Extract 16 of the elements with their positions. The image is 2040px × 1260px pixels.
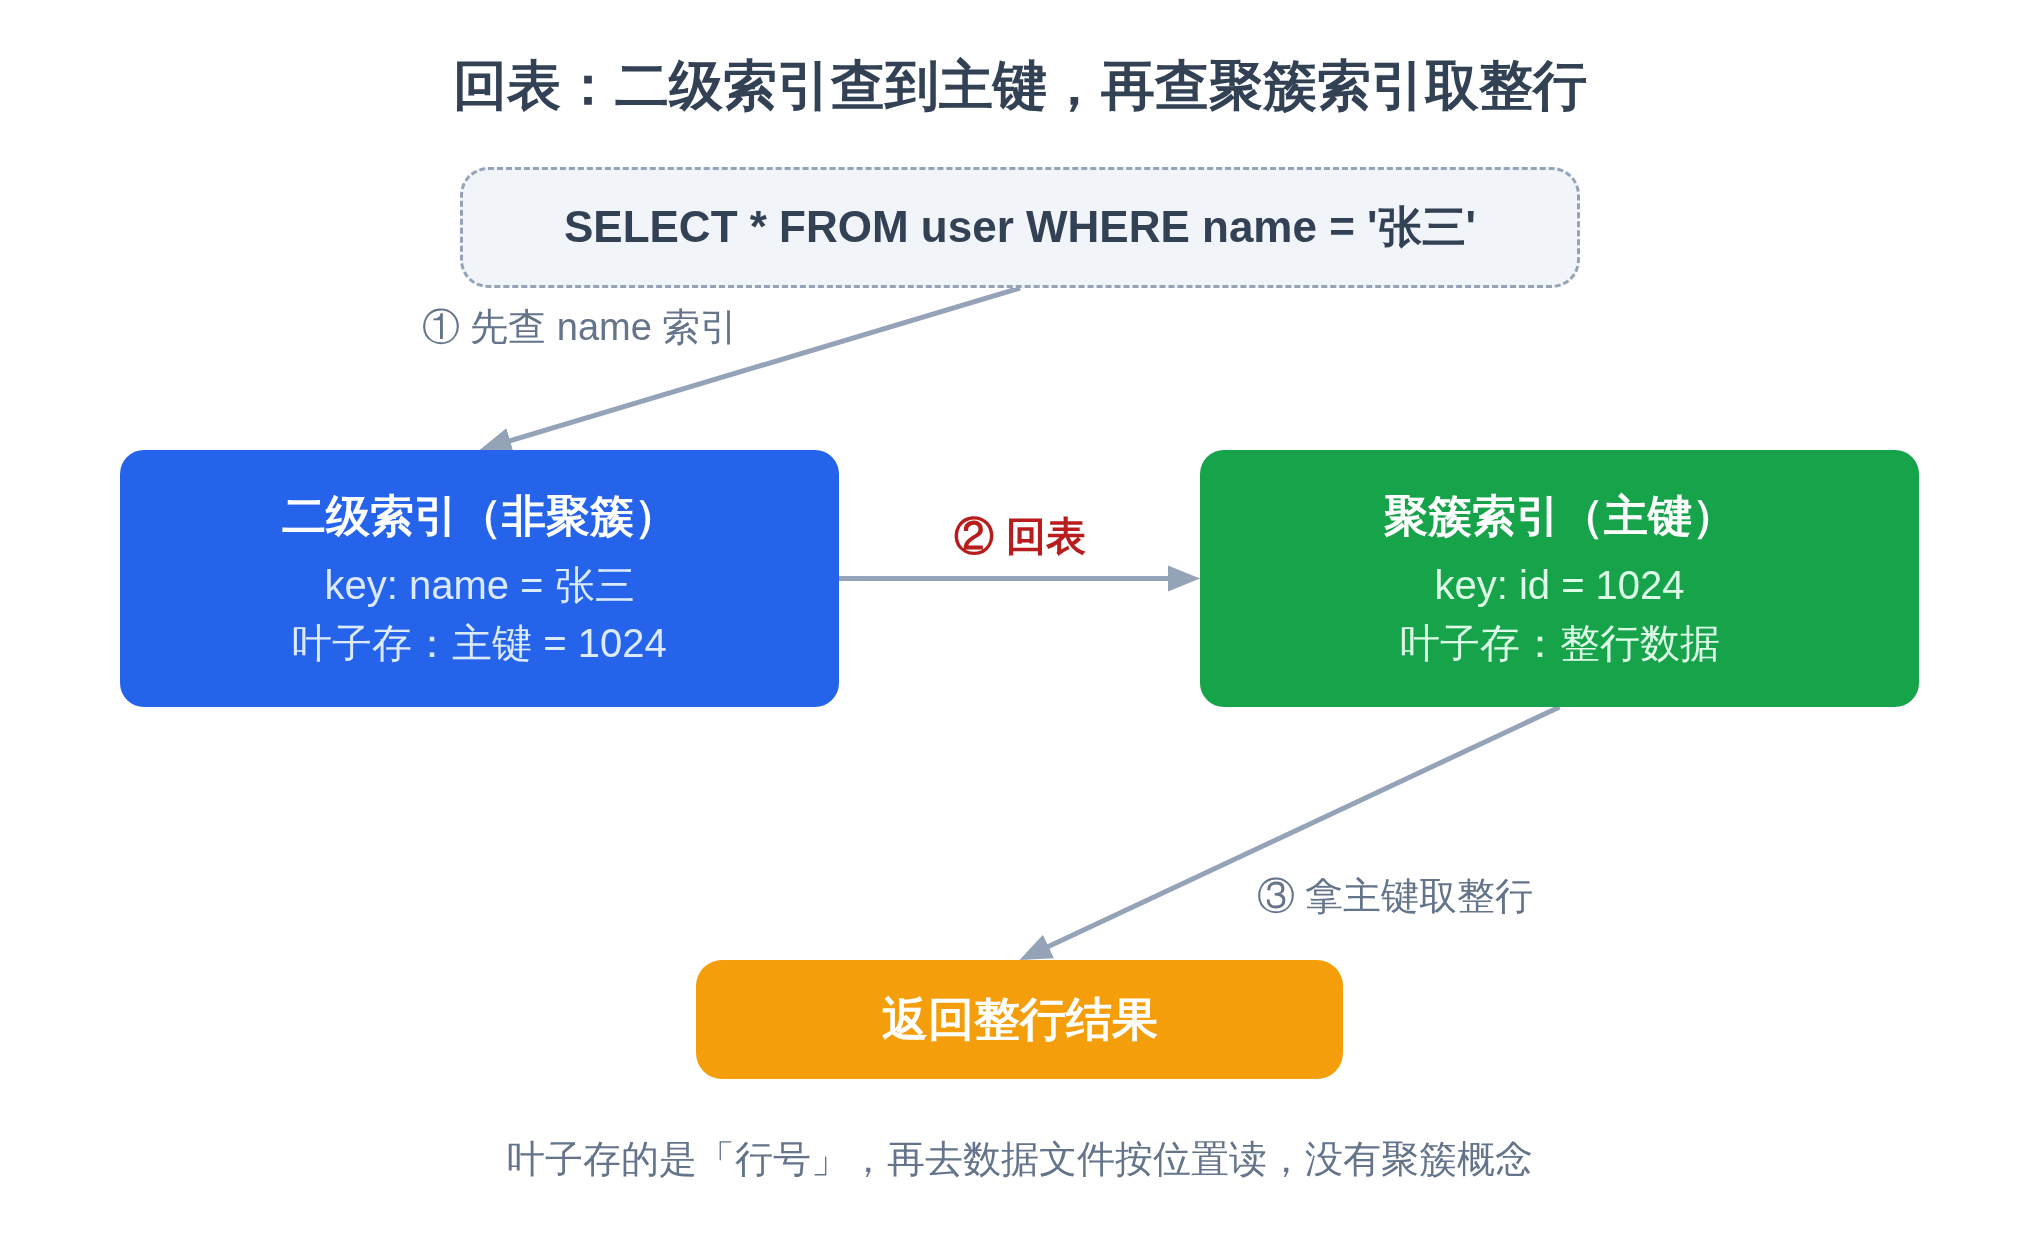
- caption: 叶子存的是「行号」，再去数据文件按位置读，没有聚簇概念: [507, 1137, 1533, 1183]
- box-text: 叶子存：整行数据: [1399, 619, 1720, 667]
- index-box: [1200, 450, 1919, 707]
- result-text: 返回整行结果: [881, 991, 1158, 1047]
- box-title: 二级索引（非聚簇）: [281, 490, 678, 543]
- query-box: [460, 167, 1580, 288]
- box-title: 聚簇索引（主键）: [1383, 490, 1736, 543]
- title: 回表：二级索引查到主键，再查聚簇索引取整行: [453, 53, 1587, 117]
- result-box: [696, 960, 1343, 1079]
- index-box: [120, 450, 839, 707]
- arrow: [839, 565, 1200, 592]
- box-text: 叶子存：主键 = 1024: [292, 619, 667, 667]
- arrow: [1019, 704, 1561, 960]
- box-text: key: id = 1024: [1434, 561, 1685, 609]
- query-text: SELECT * FROM user WHERE name = '张三': [563, 201, 1477, 254]
- box-text: key: name = 张三: [324, 561, 635, 609]
